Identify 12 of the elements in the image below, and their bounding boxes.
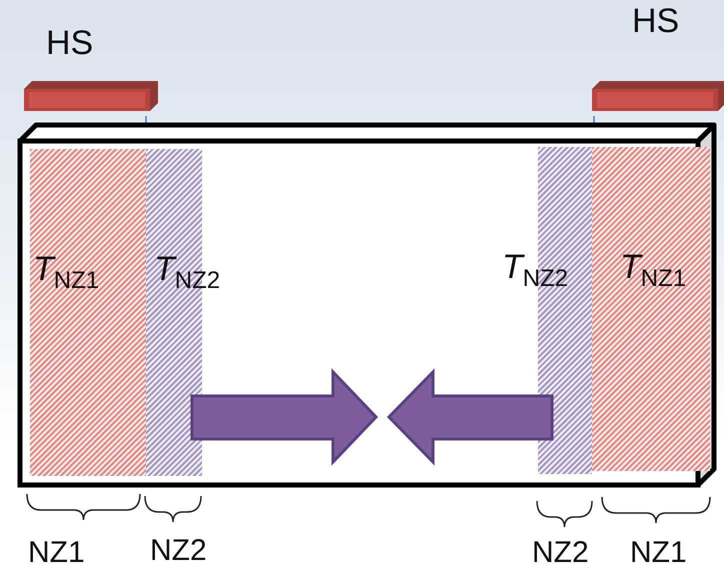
hatched-zone xyxy=(30,149,146,476)
hatched-zone xyxy=(592,147,710,471)
zone-temperature-label: T$_{NZ1}$ xyxy=(33,252,100,293)
zone-label: NZ2 xyxy=(150,536,207,566)
zone-temperature-label: T$_{NZ1}$ xyxy=(620,250,686,291)
zone-label: NZ1 xyxy=(28,538,85,568)
zone-label: NZ1 xyxy=(630,538,687,568)
heater-label: HS xyxy=(632,4,680,38)
zone-temperature-label: T$_{NZ2}$ xyxy=(154,252,220,293)
zone-temperature-label: T$_{NZ2}$ xyxy=(502,250,568,291)
heater-label: HS xyxy=(46,26,94,60)
zone-label: NZ2 xyxy=(532,538,589,568)
